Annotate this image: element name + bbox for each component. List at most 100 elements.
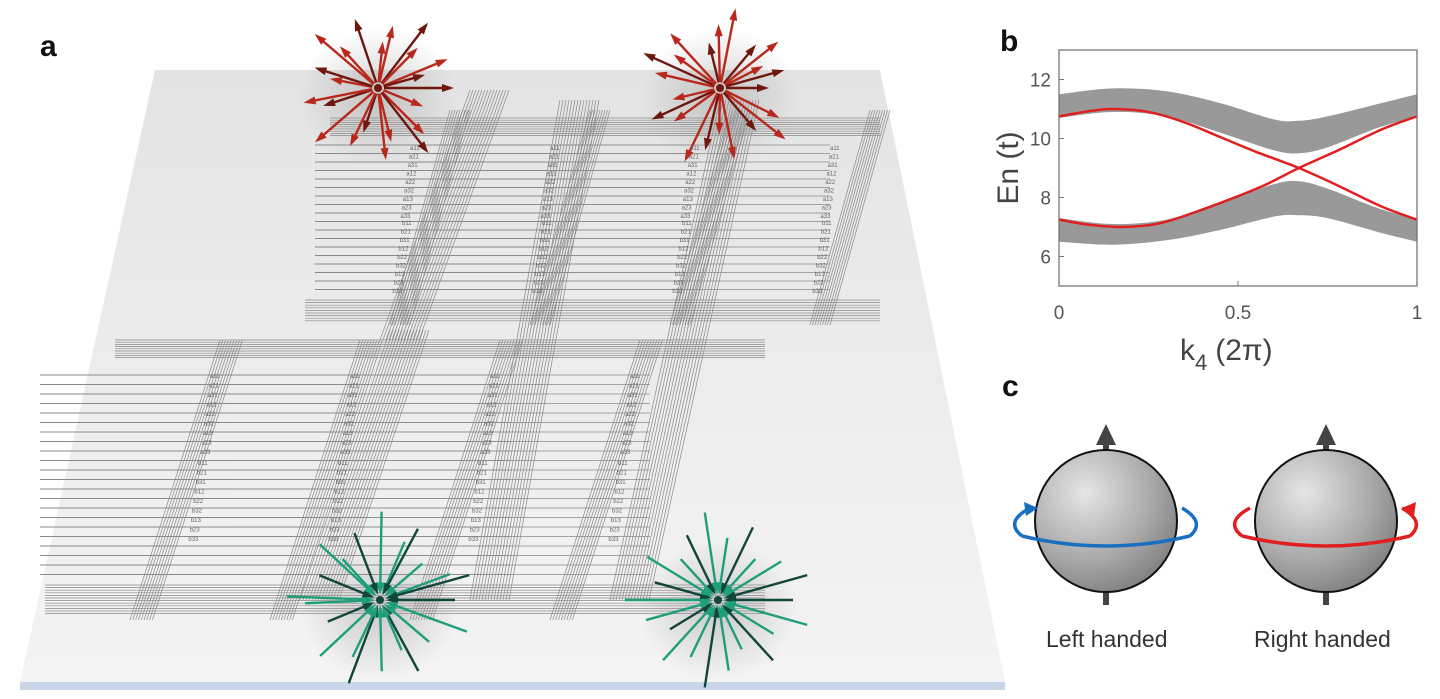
panel-label-a: a: [40, 30, 57, 63]
node-label: a21: [489, 384, 500, 390]
node-label: a13: [683, 197, 694, 203]
plate: [20, 70, 1005, 682]
node-label: a22: [345, 412, 356, 418]
rotation-arrowhead-icon: [1402, 502, 1416, 516]
lower-diagonal-bundle-0: [129, 339, 243, 621]
node-label: b12: [538, 247, 549, 253]
cross-diagonal-3: [609, 99, 760, 601]
source-monopole-1: [298, 19, 458, 168]
field-arrow-icon: [287, 595, 375, 604]
node-label: b21: [477, 471, 488, 477]
panel-label-b: b: [1000, 25, 1019, 58]
node-label: a11: [550, 146, 560, 152]
node-label: b12: [614, 490, 625, 496]
field-arrow-icon: [339, 46, 375, 85]
node-label: a23: [822, 206, 833, 212]
monopole-center: [374, 84, 382, 92]
node-label: b23: [674, 281, 685, 287]
edge-state-line-1: [1058, 115, 1418, 229]
node-label: b11: [542, 221, 552, 227]
x-axis-label-k: k: [1180, 334, 1196, 367]
spin-arrow-icon: [1316, 424, 1336, 445]
rotation-arrowhead-icon: [1024, 502, 1038, 516]
node-label: a31: [348, 393, 359, 399]
node-label: b21: [197, 471, 208, 477]
node-label: b31: [680, 238, 691, 244]
node-label: b21: [337, 471, 348, 477]
node-label: a31: [688, 163, 699, 169]
node-label: b12: [398, 247, 409, 253]
node-label: a31: [548, 163, 559, 169]
field-arrow-icon: [384, 603, 430, 643]
circuit-node-labels: a11 a21 a31 a12 a22 a32 a13 a23 a33 b11 b21 b31 b12 b…: [188, 146, 840, 543]
node-label: b31: [820, 238, 831, 244]
node-label: b22: [193, 499, 204, 505]
field-arrow-icon: [382, 605, 403, 651]
node-label: b22: [677, 255, 688, 261]
node-label: a12: [486, 403, 497, 409]
node-label: b12: [818, 247, 829, 253]
plate-edge: [20, 682, 1005, 690]
node-label: a31: [488, 393, 499, 399]
monopole-field-arrows: [287, 8, 808, 688]
node-label: b32: [396, 264, 407, 270]
node-label: b21: [681, 230, 692, 236]
monopole-center: [714, 596, 722, 604]
node-label: a32: [684, 189, 695, 195]
field-arrow-icon: [707, 42, 720, 83]
node-label: b33: [188, 537, 199, 543]
right-handed-caption: Right handed: [1254, 626, 1391, 652]
panel-label-c: c: [1002, 370, 1019, 403]
field-arrow-icon: [672, 88, 715, 101]
node-label: b21: [617, 471, 628, 477]
node-label: a13: [483, 431, 494, 437]
node-label: b13: [535, 272, 546, 278]
node-label: b23: [190, 528, 201, 534]
node-label: a33: [680, 214, 691, 220]
node-label: a32: [404, 189, 415, 195]
field-arrow-icon: [715, 93, 724, 135]
node-label: a12: [346, 403, 357, 409]
node-label: a32: [204, 422, 215, 428]
node-label: b23: [470, 528, 481, 534]
field-arrow-icon: [725, 69, 785, 88]
node-label: a11: [350, 374, 360, 380]
field-arrow-icon: [314, 67, 373, 88]
node-label: a12: [626, 403, 637, 409]
field-arrow-icon: [319, 603, 376, 657]
node-label: b12: [334, 490, 345, 496]
node-label: a21: [349, 384, 360, 390]
node-label: a32: [484, 422, 495, 428]
monopole-center: [376, 596, 384, 604]
field-arrow-icon: [318, 574, 375, 598]
node-label: a23: [542, 206, 553, 212]
node-label: b12: [474, 490, 485, 496]
node-label: a11: [210, 374, 220, 380]
field-arrow-icon: [327, 602, 375, 623]
field-arrow-icon: [378, 25, 394, 83]
node-label: b31: [400, 238, 411, 244]
field-arrow-icon: [723, 573, 808, 600]
field-arrow-icon: [380, 91, 429, 154]
node-label: b23: [394, 281, 405, 287]
cross-diagonal-2: [469, 99, 600, 601]
node-label: a11: [830, 146, 840, 152]
field-arrow-icon: [704, 93, 720, 151]
field-arrow-icon: [719, 93, 736, 160]
node-label: a22: [545, 180, 556, 186]
node-label: a32: [544, 189, 555, 195]
node-label: a12: [206, 403, 217, 409]
node-label: a12: [826, 172, 837, 178]
node-label: b13: [611, 518, 622, 524]
field-arrow-icon: [723, 90, 786, 140]
field-arrow-icon: [381, 91, 425, 135]
node-label: b33: [812, 289, 823, 295]
field-arrow-icon: [381, 47, 418, 85]
node-label: b21: [541, 230, 552, 236]
node-label: b13: [675, 272, 686, 278]
field-arrow-icon: [723, 41, 779, 86]
right-handed-sphere: [1232, 424, 1419, 605]
node-label: b33: [672, 289, 683, 295]
node-label: a33: [620, 450, 631, 456]
field-arrow-icon: [377, 41, 386, 83]
